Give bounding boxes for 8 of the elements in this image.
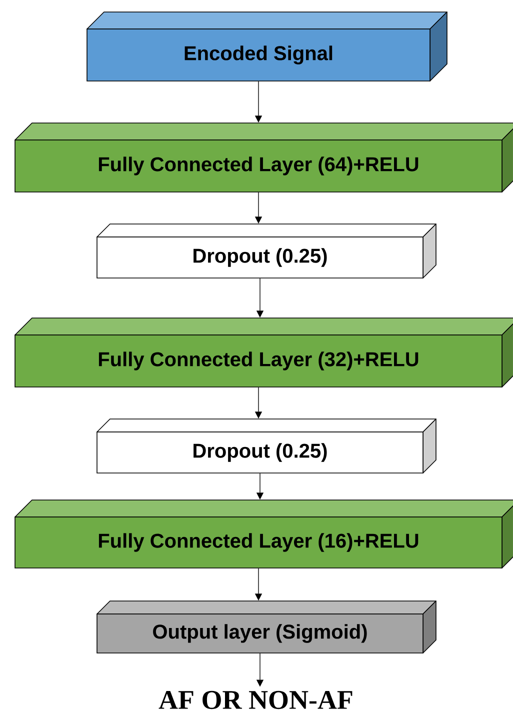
layer-block: Encoded Signal	[86, 12, 448, 82]
layer-block: Fully Connected Layer (64)+RELU	[14, 122, 513, 192]
layer-block: Output layer (Sigmoid)	[96, 600, 436, 654]
layer-block: Fully Connected Layer (32)+RELU	[14, 318, 513, 388]
layer-block: Dropout (0.25)	[96, 224, 436, 278]
layer-block: Dropout (0.25)	[96, 418, 436, 474]
output-label: AF OR NON-AF	[158, 690, 352, 710]
layer-block: Fully Connected Layer (16)+RELU	[14, 500, 513, 568]
